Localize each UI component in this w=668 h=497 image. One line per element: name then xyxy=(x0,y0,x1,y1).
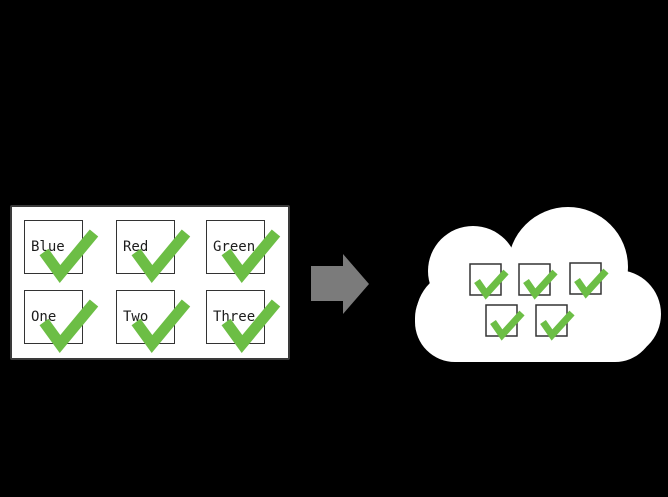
checkbox-item-green: Green xyxy=(206,220,281,283)
cloud-checkbox-5 xyxy=(535,304,575,341)
cloud-icon xyxy=(415,207,661,362)
checkbox-item-one: One xyxy=(24,290,99,353)
right-arrow-icon xyxy=(311,254,369,314)
cloud-checkbox-2 xyxy=(518,263,558,300)
checkbox-label: Blue xyxy=(31,239,65,255)
cloud-checkbox-1 xyxy=(469,263,509,300)
checkbox-item-red: Red xyxy=(116,220,191,283)
checkbox: Two xyxy=(116,290,175,344)
checkbox xyxy=(469,263,502,296)
checkbox-label: Two xyxy=(123,309,149,325)
checkbox: Three xyxy=(206,290,265,344)
checkmark-icon xyxy=(474,269,509,300)
checkmark-icon xyxy=(490,310,525,341)
checkmark-icon xyxy=(574,268,609,299)
checkbox xyxy=(569,262,602,295)
checkbox: Blue xyxy=(24,220,83,274)
checkbox-label: Red xyxy=(123,239,149,255)
checkmark-icon xyxy=(523,269,558,300)
local-checklist-panel: Blue Red Green One Two xyxy=(10,205,290,360)
checkbox-item-two: Two xyxy=(116,290,191,353)
cloud-checkbox-3 xyxy=(569,262,609,299)
checkbox: Red xyxy=(116,220,175,274)
checkbox xyxy=(518,263,551,296)
checkbox xyxy=(485,304,518,337)
checkbox: One xyxy=(24,290,83,344)
checkbox-item-blue: Blue xyxy=(24,220,99,283)
checkbox-label: Green xyxy=(213,239,256,255)
checkbox-label: Three xyxy=(213,309,256,325)
cloud-checkbox-4 xyxy=(485,304,525,341)
checkbox: Green xyxy=(206,220,265,274)
checkbox-item-three: Three xyxy=(206,290,281,353)
checkbox xyxy=(535,304,568,337)
checkbox-label: One xyxy=(31,309,57,325)
checkmark-icon xyxy=(540,310,575,341)
